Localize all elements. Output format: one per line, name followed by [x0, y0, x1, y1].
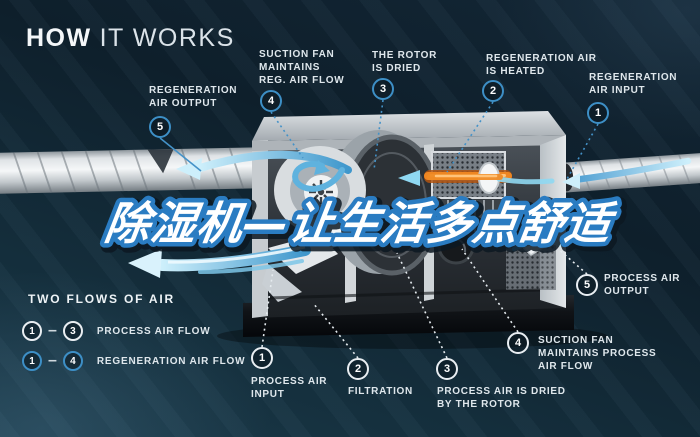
process-output-elbow [511, 225, 564, 256]
label-line: THE ROTOR [372, 50, 438, 61]
legend-regen-from-badge: 1 [22, 351, 42, 371]
label-line: SUCTION FAN [259, 49, 335, 60]
leader-lines [159, 99, 599, 359]
label-line: SUCTION FAN [538, 335, 614, 346]
callout-process-fan-badge: 4 [507, 332, 529, 354]
callout-regen-fan-label: SUCTION FAN MAINTAINS REG. AIR FLOW [259, 48, 344, 87]
callout-filtration-label: FILTRATION [348, 385, 413, 398]
label-line: AIR INPUT [589, 85, 646, 96]
label-line: PROCESS AIR [251, 376, 328, 387]
callout-process-dried-label: PROCESS AIR IS DRIED BY THE ROTOR [437, 385, 566, 411]
label-line: MAINTAINS [259, 62, 321, 73]
headline-banner: 除湿机—让生活多点舒适 除湿机—让生活多点舒适 [97, 193, 629, 260]
label-line: REG. AIR FLOW [259, 75, 345, 86]
callout-process-input-badge: 1 [251, 347, 273, 369]
callout-process-output-label: PROCESS AIR OUTPUT [604, 272, 680, 298]
callout-regen-output-badge: 5 [149, 116, 171, 138]
callout-process-fan-label: SUCTION FAN MAINTAINS PROCESS AIR FLOW [538, 334, 656, 373]
label-line: PROCESS AIR [604, 273, 681, 284]
legend-row-process: 1 – 3 PROCESS AIR FLOW [22, 321, 210, 341]
label-line: PROCESS AIR IS DRIED [437, 386, 566, 397]
legend-process-to-badge: 3 [62, 321, 83, 341]
legend-regen-to-badge: 4 [62, 351, 83, 371]
page-title-light: IT WORKS [99, 24, 235, 52]
legend-process-from-badge: 1 [22, 321, 42, 341]
legend-regen-label: REGENERATION AIR FLOW [96, 355, 246, 367]
label-line: FILTRATION [348, 386, 413, 397]
headline-shadow: 除湿机—让生活多点舒适 [104, 200, 622, 253]
callout-regen-output-label: REGENERATION AIR OUTPUT [149, 84, 237, 110]
label-line: INPUT [251, 389, 285, 400]
left-air-duct [0, 147, 261, 194]
callout-process-output-badge: 5 [576, 274, 598, 296]
label-line: BY THE ROTOR [437, 399, 521, 410]
regeneration-suction-fan [437, 227, 475, 265]
label-line: AIR OUTPUT [149, 98, 218, 109]
label-line: IS DRIED [372, 63, 421, 74]
callout-regen-input-badge: 1 [587, 102, 609, 124]
callout-rotor-dried-badge: 3 [372, 78, 394, 100]
label-line: MAINTAINS PROCESS [538, 348, 657, 359]
headline-text: 除湿机—让生活多点舒适 [101, 197, 619, 250]
legend-dash: – [48, 352, 57, 369]
page-title-bold: HOW [26, 24, 92, 52]
label-line: REGENERATION AIR [486, 53, 597, 64]
label-line: OUTPUT [604, 286, 650, 297]
airflow-arrows [128, 150, 692, 278]
callout-filtration-badge: 2 [347, 358, 369, 380]
label-line: REGENERATION [589, 72, 678, 83]
label-line: REGENERATION [149, 85, 238, 96]
callout-rotor-dried-label: THE ROTOR IS DRIED [372, 49, 437, 75]
callout-regen-fan-badge: 4 [260, 90, 282, 112]
label-line: AIR FLOW [538, 361, 594, 372]
heater-slats [432, 200, 505, 232]
label-line: IS HEATED [486, 66, 545, 77]
callout-process-input-label: PROCESS AIR INPUT [251, 375, 327, 401]
callout-process-dried-badge: 3 [436, 358, 458, 380]
legend-title: TWO FLOWS OF AIR [28, 292, 176, 306]
callout-regen-input-label: REGENERATION AIR INPUT [589, 71, 677, 97]
callout-regen-heated-label: REGENERATION AIR IS HEATED [486, 52, 597, 78]
legend-row-regeneration: 1 – 4 REGENERATION AIR FLOW [22, 351, 245, 371]
callout-regen-heated-badge: 2 [482, 80, 504, 102]
legend-process-label: PROCESS AIR FLOW [96, 325, 211, 337]
legend-dash: – [48, 322, 57, 339]
